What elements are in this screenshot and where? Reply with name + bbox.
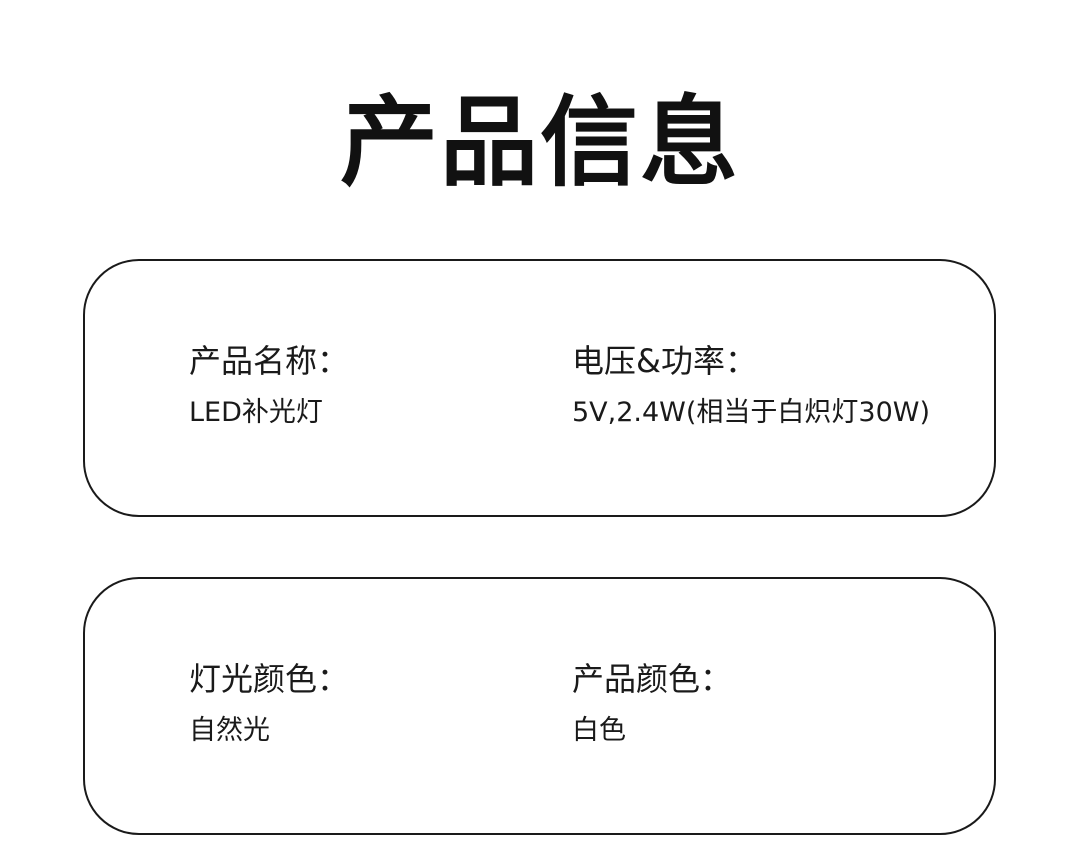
page-title: 产品信息: [339, 86, 740, 200]
info-card-2: 灯光颜色： 自然光 产品颜色： 白色: [83, 577, 996, 835]
light-color-value: 自然光: [189, 715, 270, 746]
light-color-field: 灯光颜色： 自然光: [189, 659, 349, 748]
voltage-power-field: 电压&功率： 5V,2.4W(相当于白炽灯30W): [572, 341, 930, 430]
voltage-power-value: 5V,2.4W(相当于白炽灯30W): [572, 397, 930, 428]
product-color-label: 产品颜色：: [572, 660, 733, 698]
info-card-1: 产品名称： LED补光灯 电压&功率： 5V,2.4W(相当于白炽灯30W): [83, 259, 996, 517]
product-color-value: 白色: [572, 715, 626, 746]
product-color-field: 产品颜色： 白色: [572, 659, 732, 748]
voltage-power-label: 电压&功率：: [572, 342, 757, 380]
product-name-field: 产品名称： LED补光灯: [189, 341, 349, 430]
product-name-value: LED补光灯: [189, 397, 323, 428]
product-name-label: 产品名称：: [189, 342, 350, 380]
light-color-label: 灯光颜色：: [189, 660, 350, 698]
